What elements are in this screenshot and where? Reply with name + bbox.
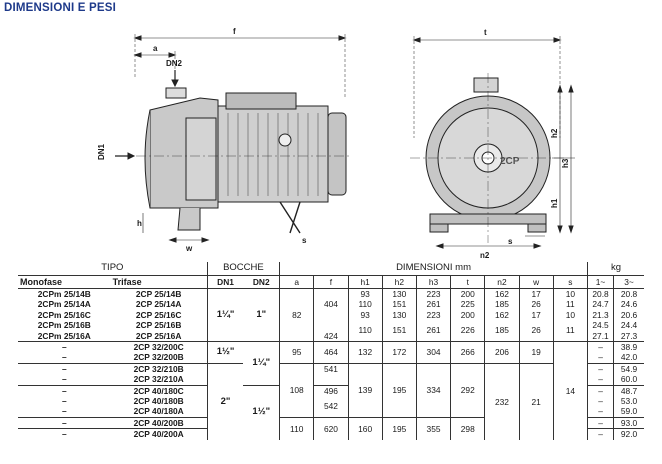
col-f: f <box>313 275 349 289</box>
front-view-drawing: 2CP t h2 h3 h1 s n2 <box>410 28 575 258</box>
svg-text:t: t <box>484 28 487 37</box>
col-s: s <box>553 275 588 289</box>
technical-drawings: a f DN2 DN1 w h s 2CP <box>97 27 575 258</box>
svg-text:h1: h1 <box>550 198 559 208</box>
svg-text:w: w <box>185 244 193 253</box>
dimensions-weights-table: TIPO BOCCHE DIMENSIONI mm kg Monofase Tr… <box>18 262 644 440</box>
header-tipo: TIPO <box>18 262 208 276</box>
col-h2: h2 <box>382 275 417 289</box>
col-a: a <box>279 275 315 289</box>
table-row: 2CPm 25/16B 2CP 25/16B 424 110 151 261 2… <box>37 320 638 342</box>
header-dimensioni: DIMENSIONI mm <box>279 262 588 276</box>
svg-text:2CP: 2CP <box>500 156 520 167</box>
svg-text:s: s <box>302 236 307 245</box>
table-row: – 2CP 40/180C 1½" 496 – 48.7 <box>18 384 644 440</box>
svg-text:n2: n2 <box>480 251 490 258</box>
table-row: 2CPm 25/16C 2CP 25/16C 93 130 223 200 16… <box>37 309 638 321</box>
table-row: 2CPm 25/16A 2CP 25/16A 27.1 27.3 <box>37 330 638 342</box>
table-row: – 2CP 40/200A – 92.0 <box>61 428 638 440</box>
col-h3: h3 <box>416 275 452 289</box>
table-row: – 2CP 40/180A – 59.0 <box>61 406 638 418</box>
svg-text:DN2: DN2 <box>166 59 183 68</box>
col-h1: h1 <box>348 275 383 289</box>
table-row: 2CPm 25/14A 2CP 25/14A 110 151 261 225 1… <box>37 299 638 310</box>
svg-text:h: h <box>137 219 142 228</box>
col-trifase: Trifase <box>110 275 208 289</box>
col-n2: n2 <box>484 275 520 289</box>
table-row: – 2CP 40/200B 110 620 160 195 355 298 – … <box>18 416 644 440</box>
header-bocche: BOCCHE <box>207 262 281 276</box>
col-dn2: DN2 <box>243 275 281 289</box>
table-row: – 2CP 32/200C 1½" 1¼" 95 464 132 172 304… <box>18 341 644 440</box>
col-t: t <box>450 275 486 289</box>
table-row: – 2CP 40/180B 542 – 53.0 <box>18 396 644 418</box>
table-row: – 2CP 32/210A 541 – 60.0 <box>61 374 638 386</box>
table-row: – 2CP 32/210B 2" 108 541 139 195 334 292… <box>18 362 644 440</box>
col-dn1: DN1 <box>207 275 244 289</box>
col-w: w <box>519 275 554 289</box>
svg-text:h2: h2 <box>550 128 559 138</box>
col-monofase: Monofase <box>18 275 111 289</box>
col-kg-1ph: 1~ <box>587 275 615 289</box>
svg-text:h3: h3 <box>561 158 570 168</box>
svg-text:s: s <box>508 237 513 246</box>
page-title: DIMENSIONI E PESI <box>4 2 117 14</box>
table-row: 2CPm 25/14B 2CP 25/14B 1¼" 1" 82 404 93 … <box>18 288 644 342</box>
svg-text:a: a <box>153 44 158 53</box>
col-kg-3ph: 3~ <box>613 275 644 289</box>
svg-text:DN1: DN1 <box>97 143 106 160</box>
table-row: – 2CP 32/200B – 42.0 <box>61 352 638 364</box>
svg-text:f: f <box>233 27 236 36</box>
header-kg: kg <box>587 262 644 276</box>
side-view-drawing: a f DN2 DN1 w h s <box>97 27 352 253</box>
